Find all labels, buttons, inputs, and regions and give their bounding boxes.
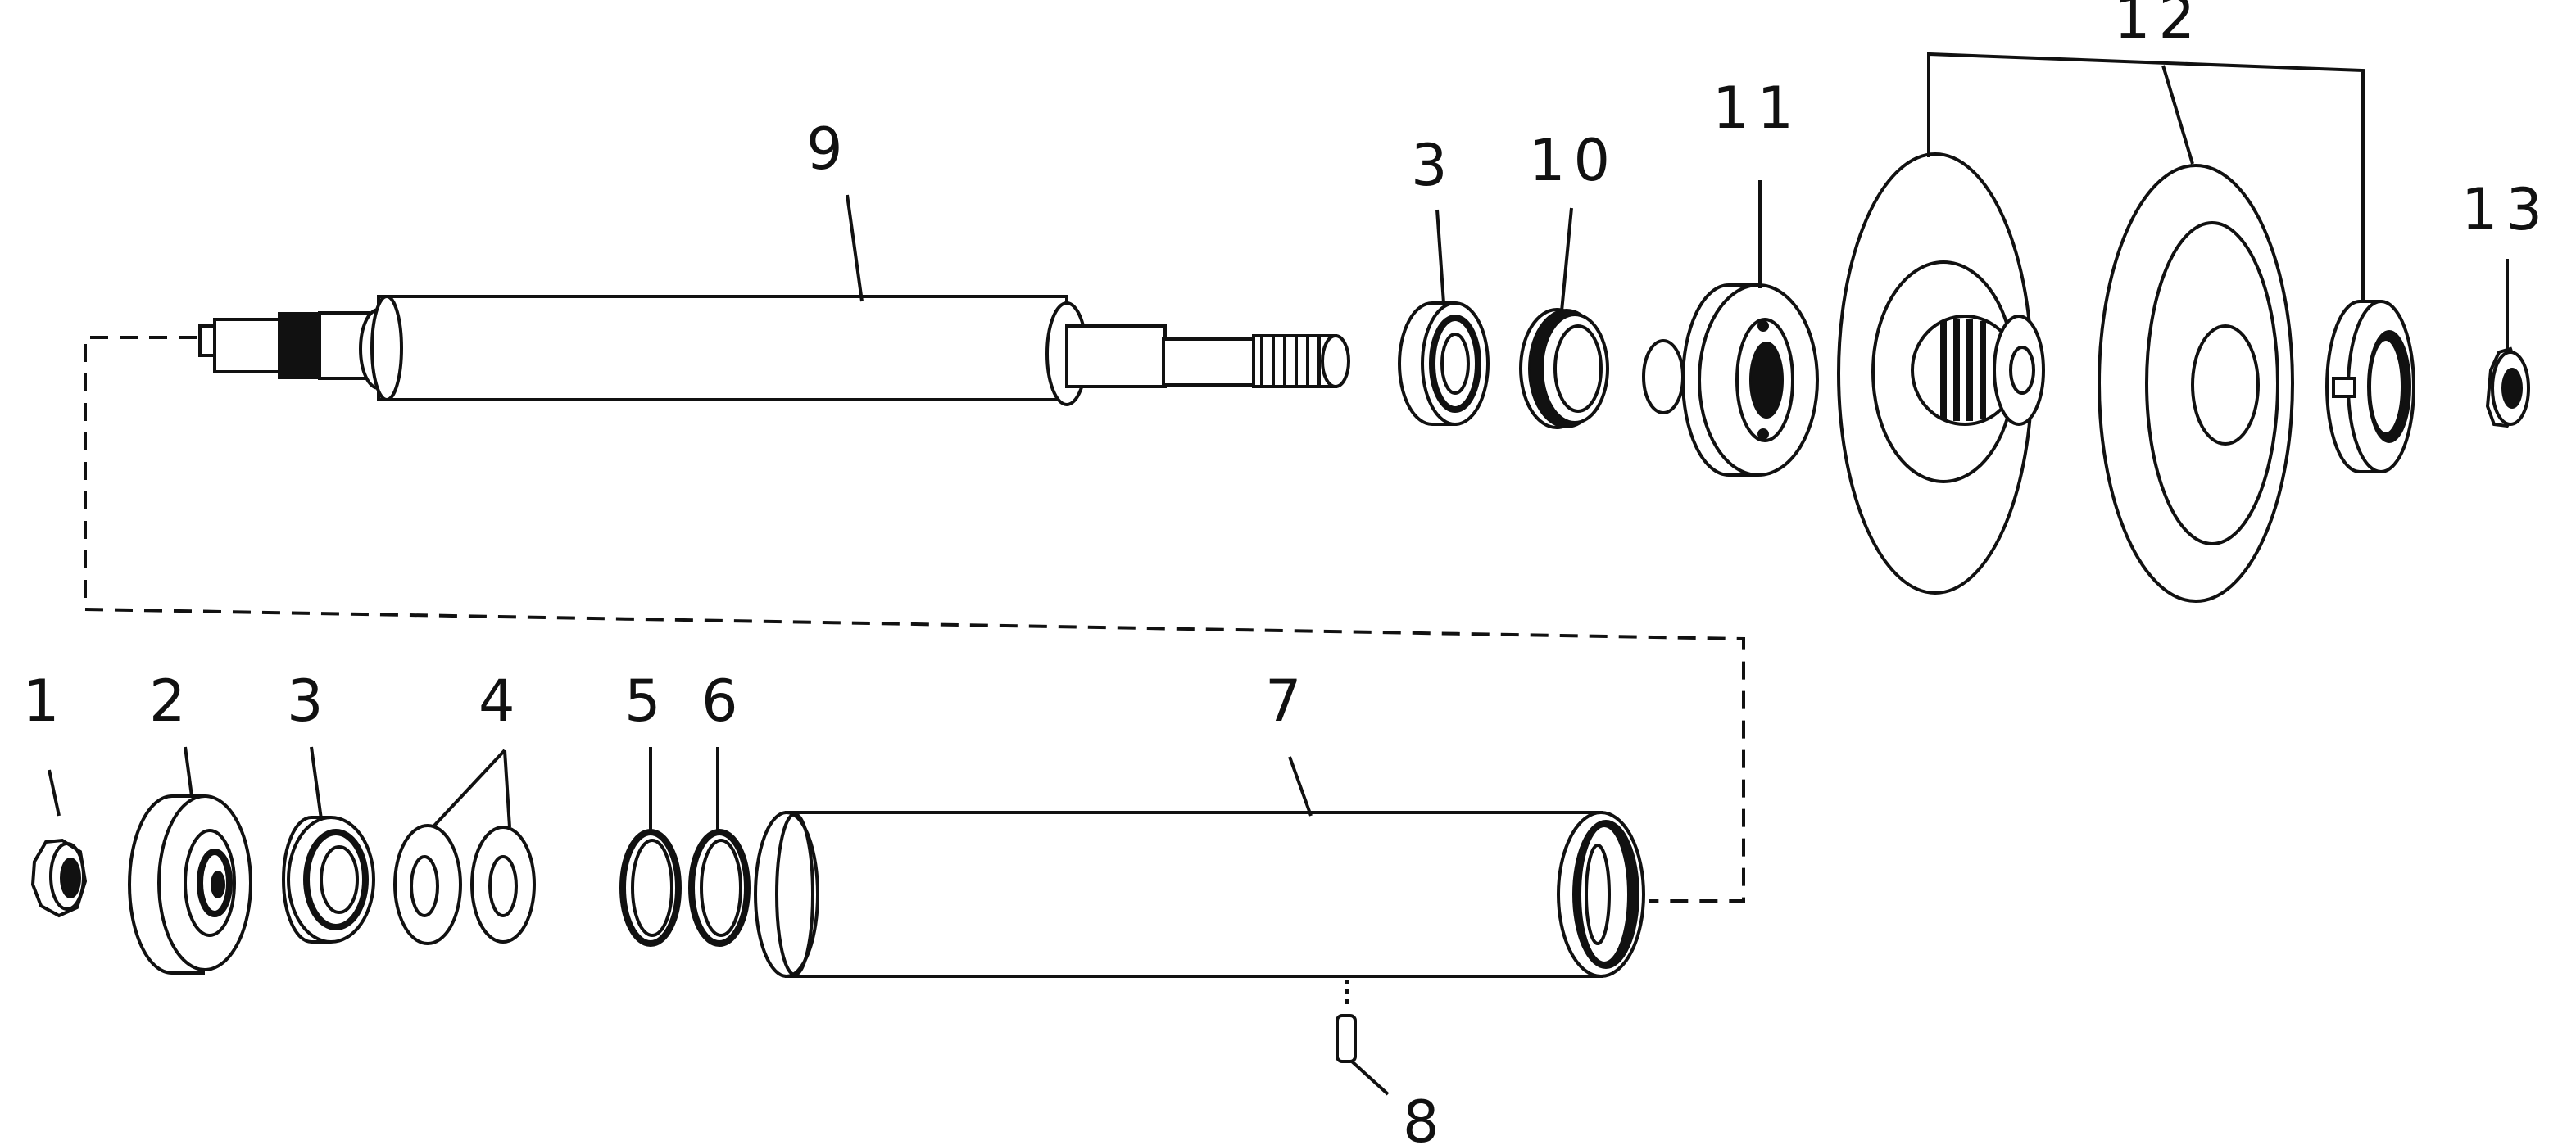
- callout-3-lower: 3: [287, 668, 332, 735]
- leader-lines: [48, 52, 2509, 1096]
- part-3-lower-ball-bearing: [282, 816, 375, 944]
- part-7-housing-tube: [754, 811, 1645, 978]
- pulley-hub-thread: [1940, 319, 1986, 421]
- callout-6: 6: [701, 668, 746, 735]
- part-12-pulley-disc: [1837, 152, 2045, 595]
- callout-10: 10: [1529, 127, 1618, 194]
- callout-2: 2: [149, 668, 194, 735]
- callout-11: 11: [1712, 75, 1802, 142]
- part-12-second-disc: [2098, 164, 2294, 603]
- part-9-spindle-shaft: [198, 295, 1350, 406]
- callout-7: 7: [1265, 668, 1310, 735]
- callout-9: 9: [806, 115, 851, 183]
- shaft-thread: [1260, 336, 1321, 387]
- part-8-dowel-pin: [1336, 980, 1357, 1063]
- assembly-guide-line: [84, 336, 1745, 903]
- part-11-hub-flange: [1642, 283, 1819, 477]
- part-13-hex-nut: [2485, 346, 2530, 428]
- callout-12: 12: [2114, 0, 2203, 52]
- callout-4: 4: [478, 668, 524, 735]
- callout-1: 1: [23, 668, 68, 735]
- part-5-o-ring: [619, 829, 682, 947]
- part-1-hex-nut: [30, 838, 88, 918]
- part-3-upper-ball-bearing: [1398, 301, 1490, 426]
- part-4-washers: [393, 824, 536, 945]
- callout-3-upper: 3: [1411, 132, 1456, 199]
- part-6-o-ring: [688, 829, 751, 947]
- callout-13: 13: [2461, 176, 2551, 243]
- callout-5: 5: [624, 668, 669, 735]
- part-12-clamp-ring: [2325, 300, 2415, 473]
- callout-8: 8: [1403, 1088, 1448, 1145]
- part-2-bearing-cap: [128, 794, 252, 975]
- part-10-seal-ring: [1519, 308, 1609, 429]
